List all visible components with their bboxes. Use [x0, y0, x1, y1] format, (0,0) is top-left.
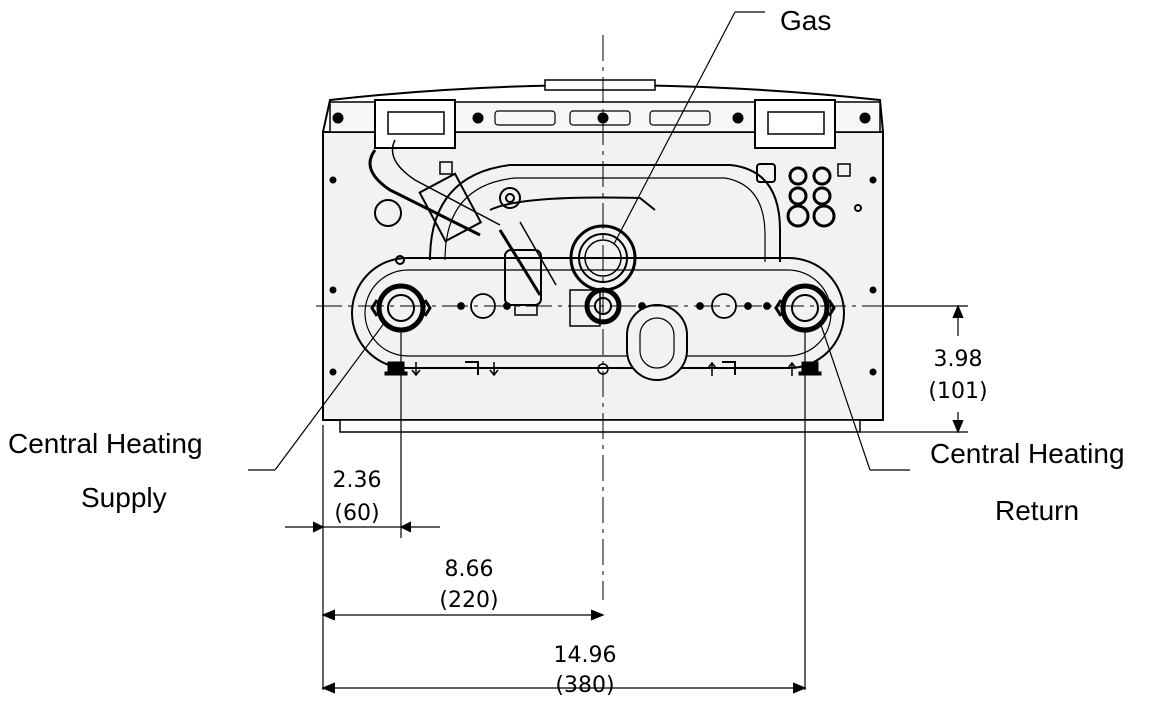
label-return-line1: Central Heating — [930, 438, 1125, 469]
dim-vertical-mm: (101) — [928, 379, 987, 404]
dim-center-mm: (220) — [439, 588, 498, 613]
dim-supply-mm: (60) — [334, 501, 379, 526]
label-return-line2: Return — [995, 495, 1079, 526]
dim-total-inches: 14.96 — [554, 643, 617, 668]
dim-total-mm: (380) — [555, 673, 614, 698]
dimension-lines — [285, 304, 968, 694]
leader-lines — [248, 11, 910, 471]
dim-center-inches: 8.66 — [445, 557, 494, 582]
connection-symbols — [384, 361, 822, 377]
label-supply-line2: Supply — [81, 482, 167, 513]
internal-piping — [351, 139, 862, 381]
dim-vertical-inches: 3.98 — [934, 347, 983, 372]
center-lines — [316, 35, 885, 600]
control-ports — [439, 161, 851, 228]
dim-supply-inches: 2.36 — [333, 468, 382, 493]
label-supply-line1: Central Heating — [8, 428, 203, 459]
label-gas: Gas — [780, 5, 831, 36]
